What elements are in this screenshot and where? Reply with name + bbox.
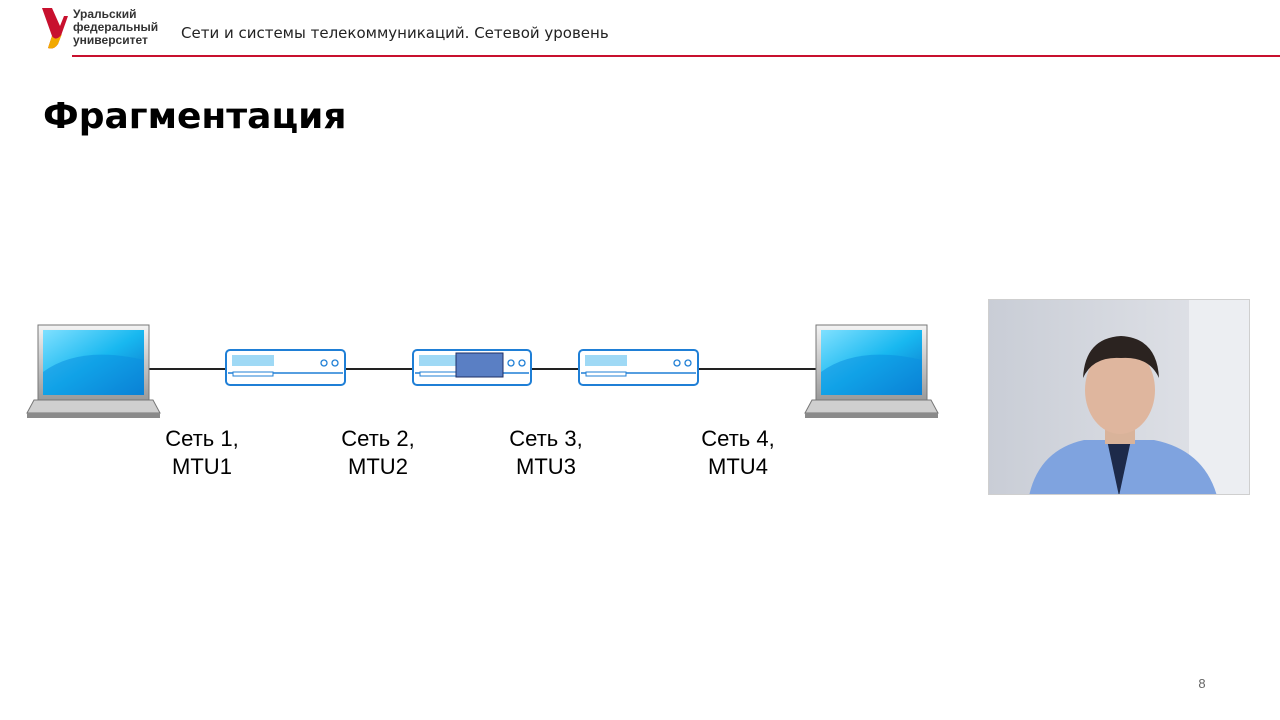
router-icon: [578, 349, 699, 386]
network-diagram: [26, 324, 939, 418]
logo-line: университет: [73, 33, 148, 47]
router-icon-highlighted: [412, 349, 532, 386]
laptop-icon: [26, 324, 161, 418]
network-label-2: Сеть 2, MTU2: [318, 425, 438, 481]
presenter-video-icon: [989, 300, 1249, 494]
network-mtu: MTU4: [708, 454, 768, 479]
network-name: Сеть 3,: [509, 426, 583, 451]
logo-wordmark: Уральский федеральный университет: [73, 8, 158, 47]
course-title: Сети и системы телекоммуникаций. Сетевой…: [181, 24, 609, 42]
slide-title: Фрагментация: [43, 96, 347, 137]
network-mtu: MTU1: [172, 454, 232, 479]
logo-line: Уральский: [73, 7, 137, 21]
page-number: 8: [1198, 676, 1206, 691]
university-logo: Уральский федеральный университет: [40, 6, 170, 50]
header-divider: [72, 55, 1280, 57]
network-mtu: MTU2: [348, 454, 408, 479]
network-label-4: Сеть 4, MTU4: [678, 425, 798, 481]
logo-line: федеральный: [73, 20, 159, 34]
slide-header: Уральский федеральный университет Сети и…: [0, 0, 1280, 58]
network-label-3: Сеть 3, MTU3: [486, 425, 606, 481]
router-icon: [225, 349, 346, 386]
network-label-1: Сеть 1, MTU1: [142, 425, 262, 481]
network-name: Сеть 2,: [341, 426, 415, 451]
network-name: Сеть 4,: [701, 426, 775, 451]
presenter-video: [988, 299, 1250, 495]
network-name: Сеть 1,: [165, 426, 239, 451]
network-mtu: MTU3: [516, 454, 576, 479]
laptop-icon: [804, 324, 939, 418]
urfu-logo-icon: [42, 8, 68, 49]
